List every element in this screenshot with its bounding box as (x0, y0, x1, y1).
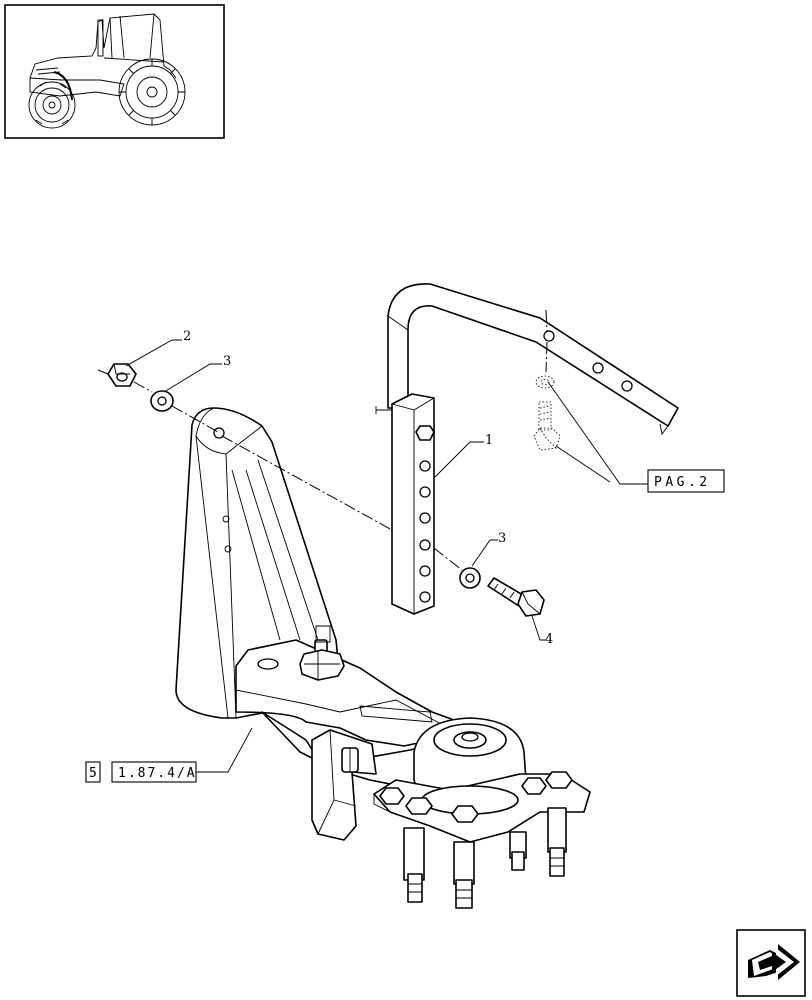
tractor-icon (28, 13, 186, 129)
tractor-thumbnail[interactable] (4, 4, 225, 139)
flange-bolt-heads (379, 771, 573, 823)
next-page-arrow-icon (748, 944, 800, 980)
page-reference-label: PAG.2 (654, 475, 711, 490)
hex-nut[interactable] (107, 363, 137, 387)
bracket-nut (299, 625, 345, 681)
callout-3-upper: 3 (223, 354, 231, 369)
table-reference-index: 5 (89, 766, 97, 781)
lever-clamp (311, 729, 377, 841)
callout-2: 2 (183, 329, 191, 344)
callout-3-lower: 3 (498, 531, 506, 546)
washer-upper[interactable] (150, 390, 174, 412)
hub-studs (403, 807, 567, 909)
callout-4: 4 (545, 632, 553, 647)
table-reference-link[interactable]: 5 1.87.4/A (85, 761, 197, 783)
hub-assembly (373, 717, 591, 909)
assembly-lines (97, 309, 548, 571)
referenced-hardware (533, 375, 561, 451)
table-reference-code: 1.87.4/A (118, 766, 197, 781)
washer-lower[interactable] (459, 567, 481, 589)
hex-bolt[interactable] (487, 577, 545, 617)
adjustable-rod[interactable] (375, 283, 679, 615)
page-reference-link[interactable]: PAG.2 (647, 469, 725, 493)
leader-lines (125, 339, 648, 773)
next-page-button[interactable] (736, 929, 806, 997)
callout-1: 1 (485, 433, 493, 448)
